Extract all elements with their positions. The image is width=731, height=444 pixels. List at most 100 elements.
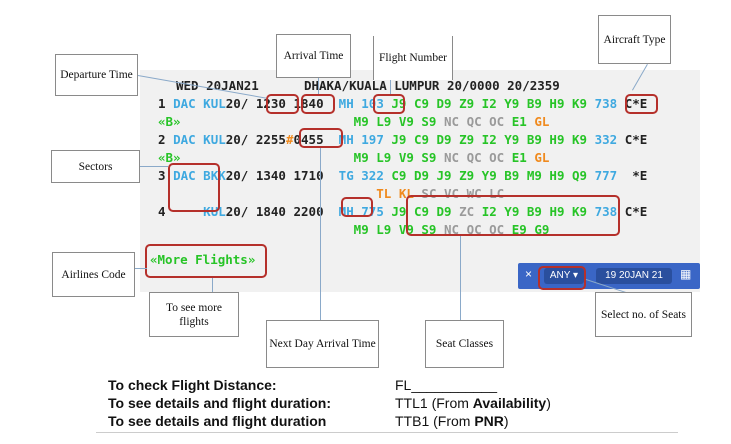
flight-date: 20/ [225,204,249,219]
note-command: TTL1 (From Availability) [395,394,551,412]
seat-classes: NC QC OC [444,150,505,165]
row-tail: C*E [624,96,648,111]
highlight-more-flights [145,244,267,278]
row-number: 3 [158,168,166,183]
leader-seat-classes [460,236,461,320]
more-flights-link[interactable]: «More Flights» [150,252,256,267]
callout-select-seats: Select no. of Seats [595,292,692,337]
flight-row-1: 1 DAC KUL20/ 1230 1840 MH 103 J9 C9 D9 Z… [158,95,647,113]
flight-date: 20/ [225,132,249,147]
leader-airlines-code [135,268,147,269]
row-number: 2 [158,132,166,147]
flight-date: 20/ [225,96,249,111]
airline-code: MH [338,96,354,111]
callout-airlines-code: Airlines Code [52,252,135,297]
seat-classes: E9 G9 [511,222,550,237]
seat-classes: J9 C9 D9 Z9 I2 Y9 B9 H9 K9 [391,132,588,147]
flight-number: 322 [361,168,384,183]
aircraft-type: 738 [594,96,618,111]
header-route: DHAKA/KUALA LUMPUR [303,78,440,93]
availability-terminal [140,70,700,292]
aircraft-type: 777 [594,168,618,183]
callout-flight-number: Flight Number [373,36,453,80]
availability-toolbar: × ANY ▾ 19 20JAN 21 ▦ [518,263,700,289]
callout-seat-classes: Seat Classes [425,320,504,368]
date-selector[interactable]: 19 20JAN 21 [596,268,672,284]
highlight-next-day-arrival [299,128,343,148]
leader-arrival-time [318,78,319,94]
note-row: To check Flight Distance: FL___________ [108,376,668,394]
flight-date: 20/ [225,168,249,183]
leader-more-flights [212,278,213,292]
note-command-text: TTB1 (From [395,413,475,429]
highlight-flight-number [373,94,405,114]
callout-departure-time: Departure Time [55,54,138,96]
sector: DAC KUL [173,96,226,111]
flight-number: 103 [361,96,384,111]
seat-count-value: ANY [549,270,571,281]
aircraft-type: 738 [594,204,618,219]
seat-classes: J9 C9 D9 Z9 I2 Y9 B9 H9 K9 [391,96,588,111]
highlight-arrival-time [301,94,335,114]
highlight-sectors [168,163,220,212]
flight-row-2-line-2: «B» M9 L9 V9 S9 NC QC OC E1 GL [158,149,549,167]
note-label: To check Flight Distance: [108,377,277,393]
seat-classes: I2 Y9 B9 H9 K9 [481,204,588,219]
departure-time: 2255 [255,132,286,147]
seat-count-select[interactable]: ANY ▾ [544,268,584,284]
note-label: To see details and flight duration: [108,395,331,411]
seat-classes: C9 D9 J9 Z9 Y9 B9 M9 H9 Q9 [391,168,588,183]
sector: DAC BKK [173,168,226,183]
note-command-text: ) [503,413,509,429]
callout-sectors: Sectors [51,150,140,183]
note-command-source: PNR [474,413,504,429]
aircraft-type: 332 [594,132,618,147]
prev-day[interactable]: 19 [605,270,617,281]
row-number: 4 [158,204,166,219]
row-tag: «B» [158,114,181,129]
departure-time: 1840 [255,204,286,219]
availability-header: WED 20JAN21 DHAKA/KUALA LUMPUR 20/0000 2… [176,77,560,95]
calendar-icon[interactable]: ▦ [680,267,692,281]
seat-classes: J9 C9 D9 [391,204,452,219]
flight-row-1-line-2: «B» M9 L9 V9 S9 NC QC OC E1 GL [158,113,549,131]
flight-row-3-line-2: TL KL SC VC WC LC [158,185,504,203]
note-command-source: Availability [472,395,547,411]
current-date: 20JAN [618,270,649,281]
leader-flight-number [390,80,391,94]
note-command: FL___________ [395,377,497,393]
callout-aircraft-type: Aircraft Type [598,15,671,64]
row-tail: *E [632,168,648,183]
leader-next-day-arrival [320,148,321,320]
leader-sectors [140,166,168,167]
seat-classes: M9 L9 V9 S9 [353,150,437,165]
flight-row-3: 3 DAC BKK20/ 1340 1710 TG 322 C9 D9 J9 Z… [158,167,647,185]
note-row: To see details and flight duration TTB1 … [108,412,668,430]
note-row: To see details and flight duration: TTL1… [108,394,668,412]
flight-row-2: 2 DAC KUL20/ 2255#0455 MH 197 J9 C9 D9 Z… [158,131,647,149]
close-icon[interactable]: × [525,267,533,281]
seat-classes: NC QC OC [444,114,505,129]
highlight-departure-time [266,94,299,114]
command-notes: To check Flight Distance: FL___________ … [108,376,668,430]
seat-classes: GL [534,150,550,165]
callout-next-day-arrival: Next Day Arrival Time [266,320,379,368]
flight-number: 197 [361,132,384,147]
header-date: WED 20JAN21 [176,78,259,93]
arrival-time: 1710 [293,168,324,183]
seat-classes: E1 [511,150,527,165]
sector: DAC KUL [173,132,226,147]
row-tail: C*E [624,204,648,219]
seat-classes: GL [534,114,550,129]
flight-row-4: 4 KUL20/ 1840 2200 MH 775 J9 C9 D9 ZC I2… [158,203,647,221]
next-day[interactable]: 21 [651,270,663,281]
row-tag: «B» [158,150,181,165]
departure-time: 1230 [255,96,286,111]
seat-classes: NC QC OC [444,222,505,237]
highlight-airline-code [341,197,373,217]
highlight-seat-classes [406,195,620,236]
header-range: 20/0000 20/2359 [446,78,560,93]
seat-classes: M9 L9 V9 S9 [353,114,437,129]
highlight-seat-select [538,266,586,290]
